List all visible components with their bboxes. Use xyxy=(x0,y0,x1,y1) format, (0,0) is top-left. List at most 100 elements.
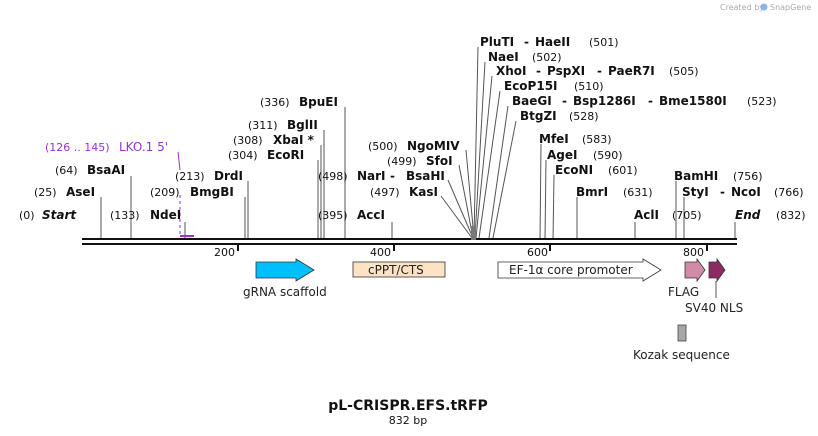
svg-text:-: - xyxy=(562,94,567,108)
dna-backbone xyxy=(82,226,737,245)
snapgene-logo-icon xyxy=(760,3,768,11)
feature-arrow xyxy=(708,257,726,283)
svg-text:(756): (756) xyxy=(733,170,763,183)
feature-gRNA-scaffold[interactable]: gRNA scaffold xyxy=(243,258,327,299)
site-BglII[interactable]: (311) BglII xyxy=(248,118,318,132)
svg-text:(502): (502) xyxy=(532,51,562,64)
ruler-tick-label: 400 xyxy=(370,246,391,259)
svg-text:PspXI: PspXI xyxy=(547,64,585,78)
svg-text:Bsp1286I: Bsp1286I xyxy=(573,94,636,108)
svg-text:BmgBI: BmgBI xyxy=(190,185,234,199)
svg-text:LKO.1 5': LKO.1 5' xyxy=(119,140,168,154)
svg-text:BpuEI: BpuEI xyxy=(299,95,338,109)
svg-text:(64): (64) xyxy=(55,164,78,177)
site-AseI[interactable]: (25) AseI xyxy=(34,185,95,199)
site-StyI-NcoI[interactable]: StyI - NcoI (766) xyxy=(682,185,804,199)
site-BpuEI[interactable]: (336) BpuEI xyxy=(260,95,338,109)
end-label[interactable]: End xyxy=(735,208,761,222)
svg-text:SfoI: SfoI xyxy=(426,154,453,168)
feature-SV40-NLS[interactable]: SV40 NLS xyxy=(685,257,743,315)
svg-text:NaeI: NaeI xyxy=(488,50,519,64)
start-label[interactable]: Start xyxy=(42,208,77,222)
svg-text:NgoMIV: NgoMIV xyxy=(407,139,460,153)
feature-arrow xyxy=(255,258,315,282)
primer-LKO1-5[interactable]: (126 .. 145) LKO.1 5' xyxy=(45,140,168,154)
ruler-tick-label: 800 xyxy=(683,246,704,259)
svg-text:(308): (308) xyxy=(233,134,263,147)
feature-FLAG[interactable]: FLAG xyxy=(668,257,706,299)
feature-box xyxy=(677,324,687,342)
site-MfeI[interactable]: MfeI (583) xyxy=(539,132,612,146)
svg-text:(498): (498) xyxy=(318,170,348,183)
ruler-tick-label: 200 xyxy=(214,246,235,259)
feature-box xyxy=(352,261,446,278)
svg-text:HaeII: HaeII xyxy=(535,35,570,49)
site-BtgZI[interactable]: BtgZI (528) xyxy=(520,109,599,123)
site-SfoI[interactable]: (499) SfoI xyxy=(387,154,453,168)
site-connector-lines xyxy=(100,46,736,241)
site-NdeI[interactable]: (133) NdeI xyxy=(110,208,181,222)
svg-text:NarI: NarI xyxy=(357,169,386,183)
svg-text:-: - xyxy=(536,64,541,78)
svg-text:(501): (501) xyxy=(589,36,619,49)
svg-text:SV40 NLS: SV40 NLS xyxy=(685,301,743,315)
start-position[interactable]: (0) xyxy=(19,209,35,222)
svg-text:(336): (336) xyxy=(260,96,290,109)
svg-text:(766): (766) xyxy=(774,186,804,199)
svg-text:(213): (213) xyxy=(175,170,205,183)
site-BsaAI[interactable]: (64) BsaAI xyxy=(55,163,125,177)
site-EcoNI[interactable]: EcoNI (601) xyxy=(555,163,638,177)
svg-text:(510): (510) xyxy=(574,80,604,93)
svg-text:(590): (590) xyxy=(593,149,623,162)
svg-text:(497): (497) xyxy=(370,186,400,199)
site-BamHI[interactable]: BamHI (756) xyxy=(674,169,763,183)
svg-text:BtgZI: BtgZI xyxy=(520,109,557,123)
svg-text:(304): (304) xyxy=(228,149,258,162)
site-BmgBI[interactable]: (209) BmgBI xyxy=(150,185,234,199)
svg-text:MfeI: MfeI xyxy=(539,132,569,146)
site-BmrI[interactable]: BmrI (631) xyxy=(576,185,653,199)
site-BaeGI-Bsp1286I-Bme1580I[interactable]: BaeGI - Bsp1286I - Bme1580I (523) xyxy=(512,94,777,108)
svg-text:XhoI: XhoI xyxy=(496,64,527,78)
svg-text:EcoRI: EcoRI xyxy=(267,148,304,162)
site-DrdI[interactable]: (213) DrdI xyxy=(175,169,243,183)
svg-text:(601): (601) xyxy=(608,164,638,177)
svg-text:(523): (523) xyxy=(747,95,777,108)
feature-cPPT-CTS[interactable]: cPPT/CTS xyxy=(352,261,446,278)
site-XbaI[interactable]: (308) XbaI * xyxy=(233,133,315,147)
site-AgeI[interactable]: AgeI (590) xyxy=(547,148,623,162)
site-NaeI[interactable]: NaeI (502) xyxy=(488,50,562,64)
svg-text:NcoI: NcoI xyxy=(731,185,761,199)
svg-text:PaeR7I: PaeR7I xyxy=(608,64,655,78)
svg-text:AgeI: AgeI xyxy=(547,148,577,162)
svg-text:-: - xyxy=(648,94,653,108)
svg-text:EcoNI: EcoNI xyxy=(555,163,593,177)
site-PluTI-HaeII[interactable]: PluTI - HaeII (501) xyxy=(480,35,619,49)
feature-EF1a-promoter[interactable]: EF-1α core promoter xyxy=(497,258,662,282)
site-NgoMIV[interactable]: (500) NgoMIV xyxy=(368,139,460,153)
site-AccI[interactable]: (395) AccI xyxy=(318,208,385,222)
svg-text:EF-1α core promoter: EF-1α core promoter xyxy=(509,263,633,277)
svg-text:NdeI: NdeI xyxy=(150,208,181,222)
site-NarI-BsaHI[interactable]: (498) NarI - BsaHI xyxy=(318,169,445,183)
svg-text:(499): (499) xyxy=(387,155,417,168)
site-EcoP15I[interactable]: EcoP15I (510) xyxy=(504,79,604,93)
svg-text:gRNA scaffold: gRNA scaffold xyxy=(243,285,327,299)
feature-Kozak[interactable]: Kozak sequence xyxy=(633,324,730,362)
end-position[interactable]: (832) xyxy=(776,209,806,222)
svg-text:(395): (395) xyxy=(318,209,348,222)
svg-text:(209): (209) xyxy=(150,186,180,199)
site-KasI[interactable]: (497) KasI xyxy=(370,185,438,199)
svg-text:(25): (25) xyxy=(34,186,57,199)
site-AclI[interactable]: AclI (705) xyxy=(634,208,702,222)
svg-text:StyI: StyI xyxy=(682,185,709,199)
site-EcoRI[interactable]: (304) EcoRI xyxy=(228,148,304,162)
ruler xyxy=(237,244,708,251)
map-length: 832 bp xyxy=(389,414,427,427)
svg-text:(631): (631) xyxy=(623,186,653,199)
site-XhoI-PspXI-PaeR7I[interactable]: XhoI - PspXI - PaeR7I (505) xyxy=(496,64,699,78)
svg-text:DrdI: DrdI xyxy=(214,169,243,183)
svg-text:Kozak sequence: Kozak sequence xyxy=(633,348,730,362)
svg-text:(311): (311) xyxy=(248,119,278,132)
